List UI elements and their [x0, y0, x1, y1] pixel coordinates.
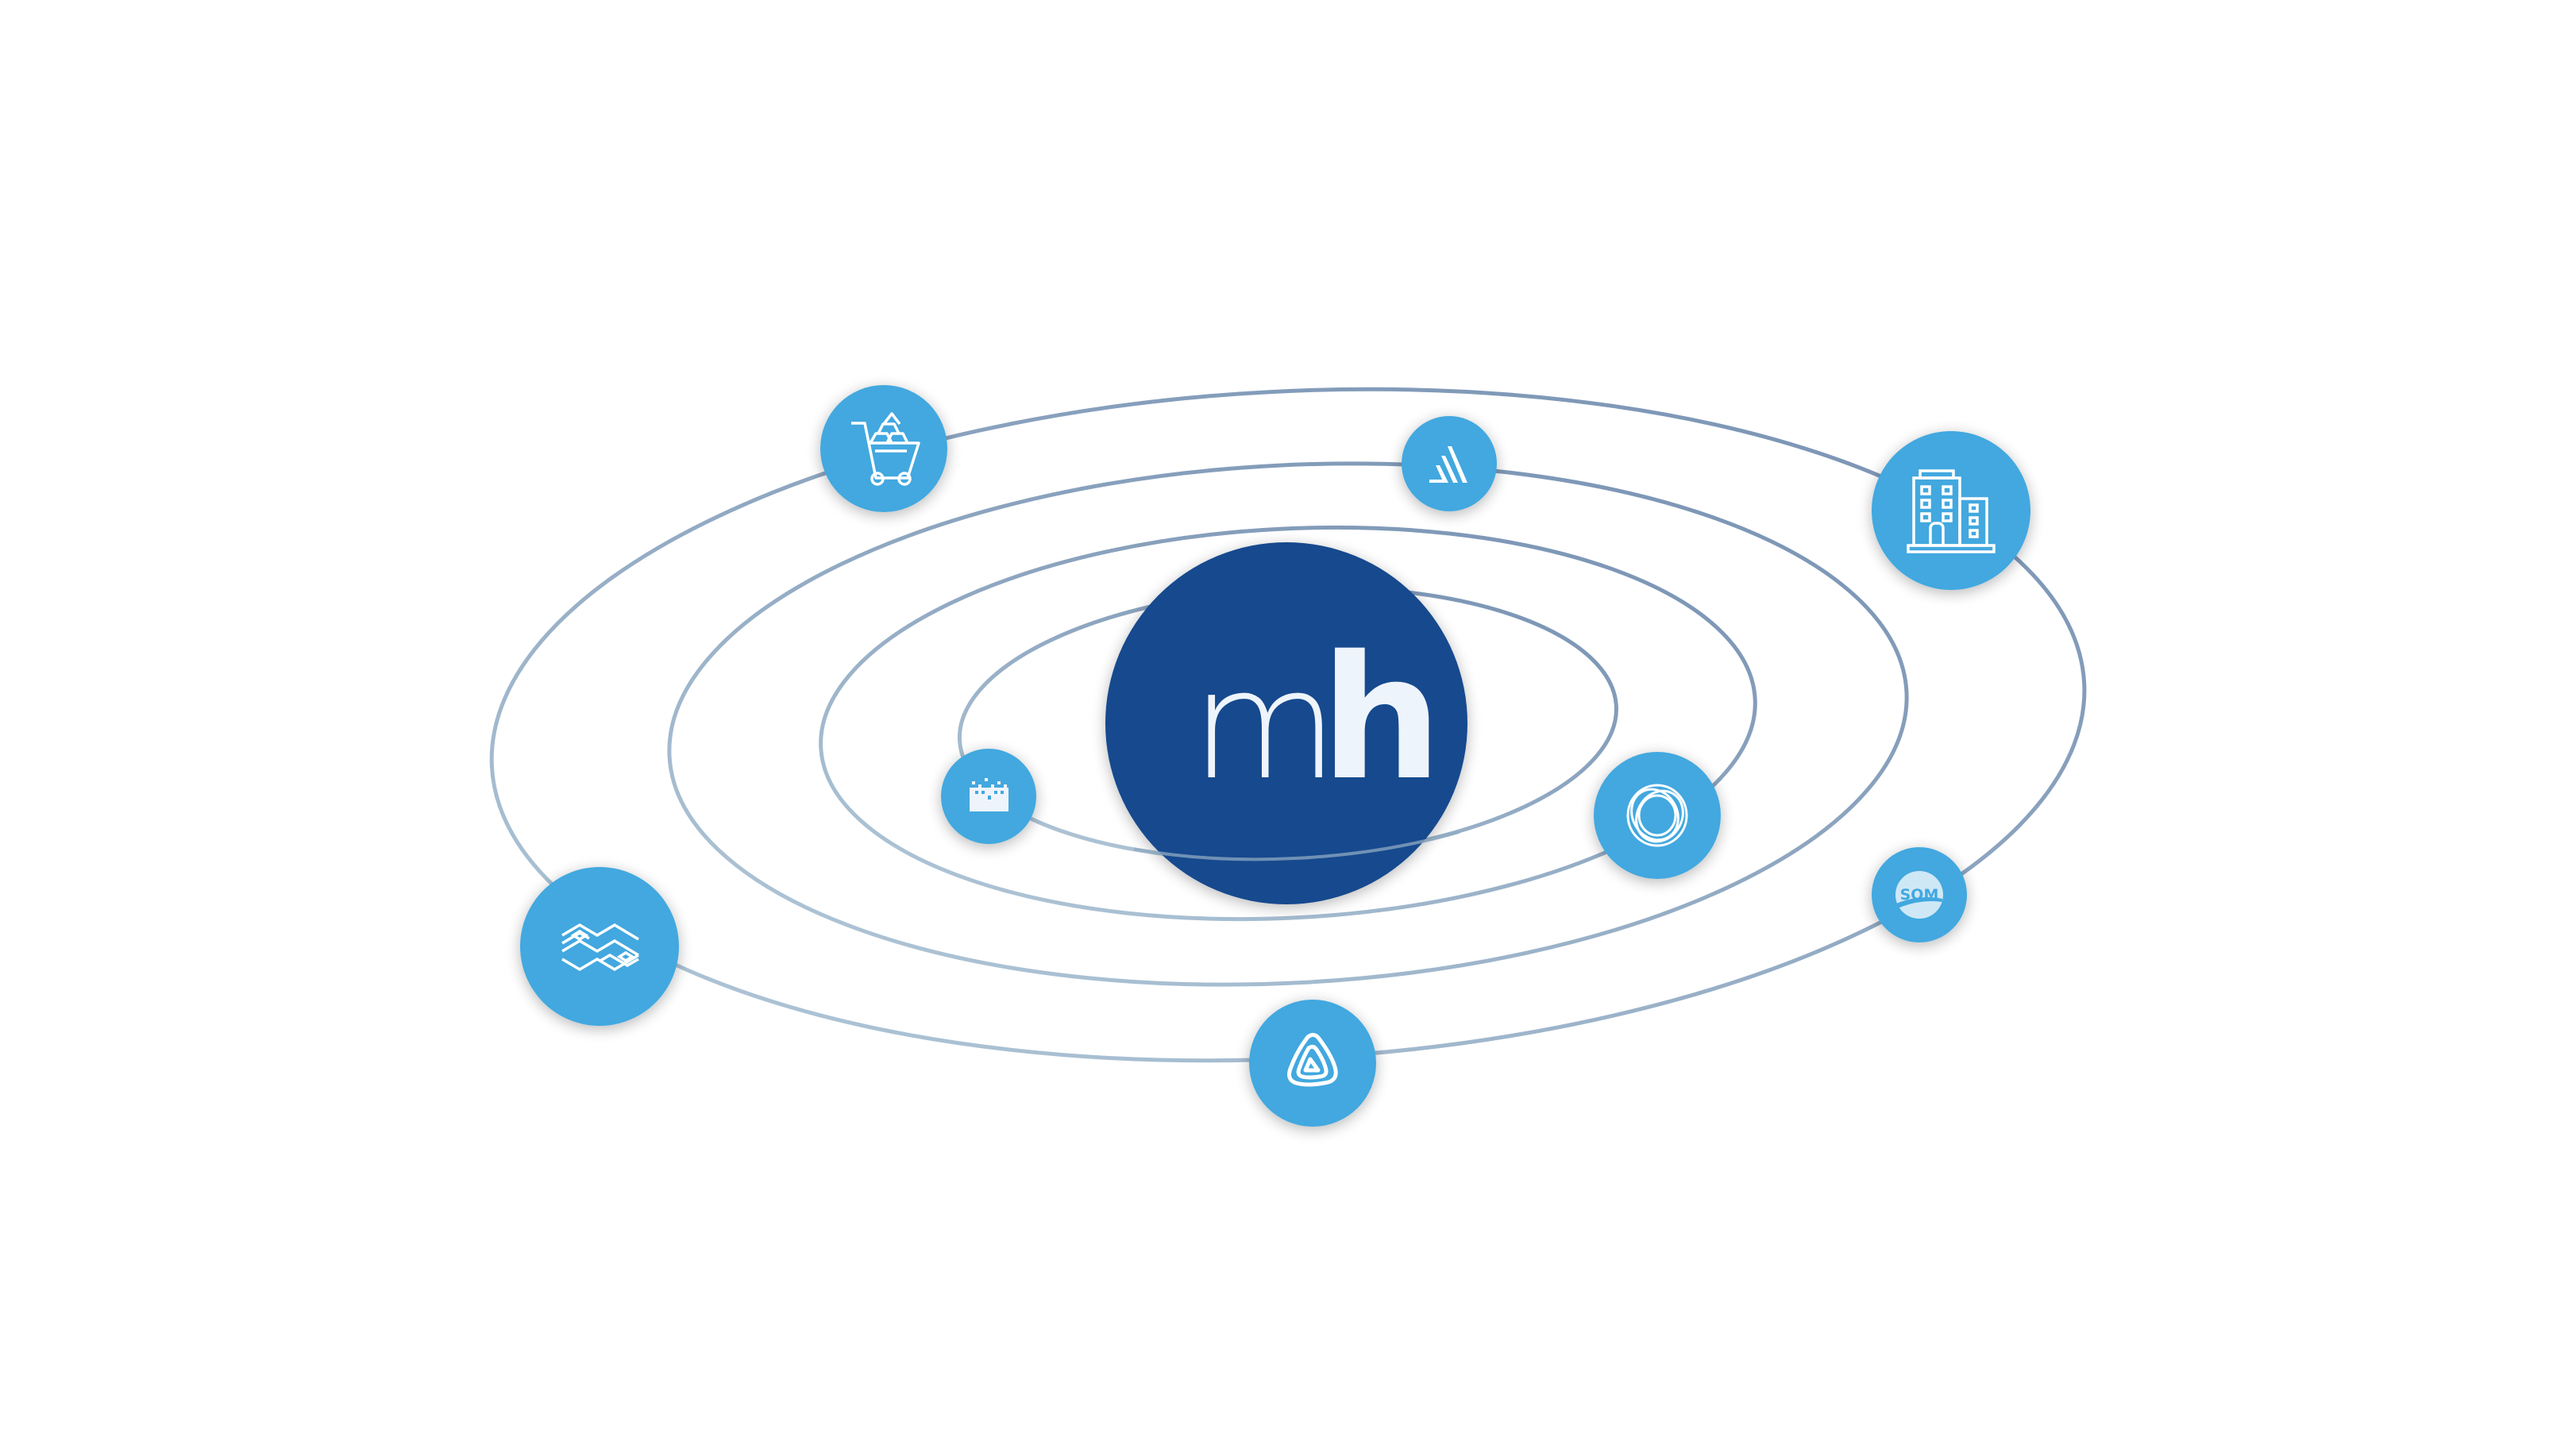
- hub-label-m: m: [1191, 638, 1335, 813]
- hub-circle: [1105, 542, 1467, 904]
- node-interlocking-rings[interactable]: [1594, 752, 1721, 879]
- orbit-2: [819, 525, 1757, 922]
- orbit-1-front: [1133, 830, 1460, 861]
- mining-cart-icon: [851, 412, 920, 486]
- orbit-3: [667, 461, 1909, 987]
- layered-chevron-icon: [561, 923, 639, 972]
- hub-node[interactable]: [1105, 542, 1467, 904]
- hub-logo: m h: [1191, 619, 1442, 818]
- sqm-logo-icon: SQM: [1895, 871, 1943, 919]
- pixel-block-icon: [970, 778, 1008, 811]
- stripes-peak-icon: [1429, 446, 1467, 483]
- node-peak-logo[interactable]: [1402, 416, 1497, 511]
- hub-label-h: h: [1321, 619, 1442, 818]
- node-layered-waves[interactable]: [520, 867, 679, 1026]
- node-mining-cart[interactable]: [820, 385, 947, 512]
- node-office-building[interactable]: [1872, 431, 2030, 590]
- building-icon: [1907, 469, 1996, 553]
- contour-drop-icon: [1287, 1032, 1338, 1087]
- sqm-label: SQM: [1900, 886, 1939, 904]
- rings-icon: [1626, 784, 1688, 847]
